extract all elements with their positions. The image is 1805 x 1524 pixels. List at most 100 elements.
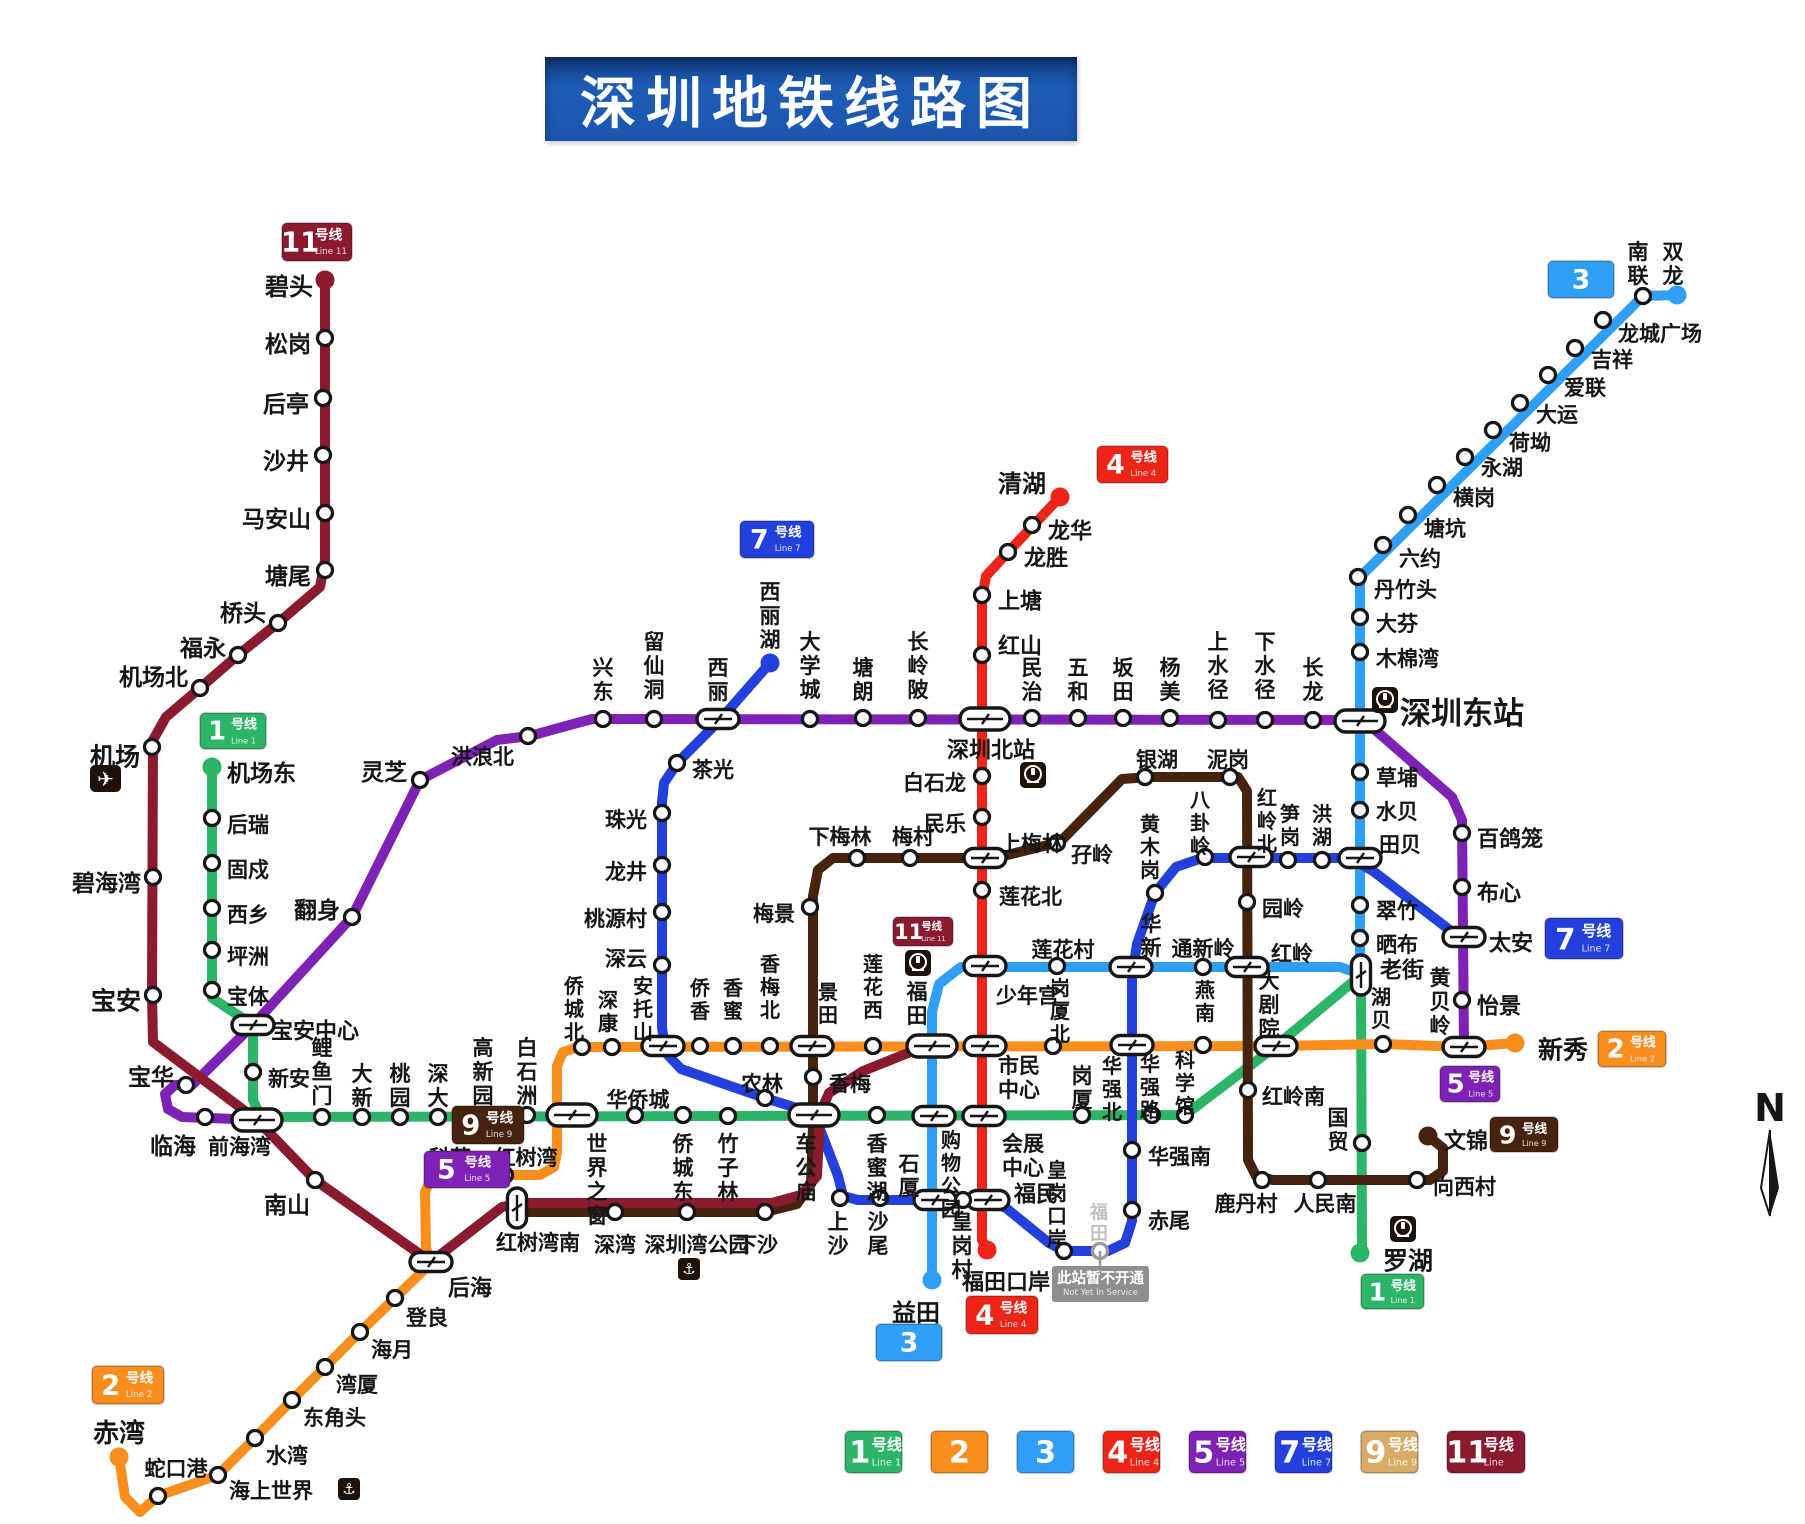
station-marker <box>352 1107 372 1127</box>
station-label: 黄木岗 <box>1139 812 1161 882</box>
station-label: 塘朗 <box>853 656 874 704</box>
label-text: 安 <box>633 974 653 998</box>
station-marker <box>1208 710 1228 730</box>
station-marker <box>315 1357 335 1377</box>
station-marker <box>1452 877 1472 897</box>
label-text: 东 <box>593 680 614 704</box>
station-label: 太安 <box>1489 931 1533 957</box>
label-text: 水 <box>1255 654 1277 678</box>
station-label: 香梅北 <box>760 952 781 1022</box>
map-title: 深圳地铁线路图 <box>580 71 1042 137</box>
station-label: 侨香 <box>689 976 711 1023</box>
label-text: 之 <box>587 1180 608 1204</box>
label-text: 民 <box>1022 656 1043 680</box>
label-text: 深 <box>428 1062 449 1086</box>
station-label: 莲花西 <box>863 952 883 1022</box>
station-label: 荷坳 <box>1509 431 1551 455</box>
label-text: 香 <box>867 1132 889 1156</box>
station-label: 后亭 <box>263 391 309 418</box>
label-text: 康 <box>598 1011 619 1035</box>
station-label: 少年宫 <box>995 984 1059 1008</box>
label-text: 园 <box>390 1086 411 1110</box>
label-text: 长 <box>1303 656 1325 680</box>
station-label: 华强南 <box>1148 1145 1211 1169</box>
station-marker <box>673 1105 693 1125</box>
station-label: 笋岗 <box>1280 802 1300 849</box>
label-text: 海月 <box>371 1338 413 1362</box>
metro-line-5 <box>160 714 1469 1125</box>
station-label: 安托山 <box>633 974 653 1044</box>
station-marker <box>1255 710 1275 730</box>
label-text: 景 <box>818 980 838 1004</box>
station-label: 国贸 <box>1328 1106 1349 1154</box>
station-label: 侨城北 <box>563 974 585 1044</box>
label-text: 11 <box>281 227 319 258</box>
station-marker <box>1113 708 1133 728</box>
station-label: 鲤鱼门 <box>311 1036 333 1108</box>
station-label: 木棉湾 <box>1375 647 1439 671</box>
label-text: 桃 <box>390 1062 411 1086</box>
station-marker <box>1373 535 1393 555</box>
station-marker <box>268 613 288 633</box>
label-text: 华侨城 <box>607 1088 670 1112</box>
label-text: 国 <box>1328 1106 1349 1130</box>
station-label: 宝华 <box>128 1064 174 1091</box>
station-label: 梅景 <box>753 902 795 926</box>
station-label: 岗厦北 <box>1050 976 1071 1046</box>
station-marker <box>958 706 1012 732</box>
label-text: 华 <box>1140 1052 1160 1076</box>
label-text: Line 1 <box>872 1457 901 1468</box>
station-label: 皇岗村 <box>952 1210 973 1282</box>
station-label: 湾厦 <box>336 1373 378 1397</box>
label-text: 灵芝 <box>361 760 407 786</box>
label-text: 号线 <box>1000 1300 1028 1317</box>
station-label: 海上世界 <box>229 1479 313 1503</box>
label-text: 强 <box>1140 1075 1160 1099</box>
label-text: 布心 <box>1477 881 1521 907</box>
station-marker <box>1350 642 1370 662</box>
station-marker <box>1193 957 1213 977</box>
station-marker <box>195 1107 215 1127</box>
station-marker <box>787 1102 841 1128</box>
label-text: 向西村 <box>1433 1175 1496 1199</box>
label-text: 岗 <box>952 1234 973 1258</box>
station-marker <box>718 1106 738 1126</box>
station-label: 登良 <box>405 1306 448 1330</box>
label-text: 4 <box>975 1300 994 1331</box>
label-text: 塘尾 <box>265 563 311 590</box>
station-label: 坂田 <box>1113 656 1135 704</box>
station-label: 大运 <box>1536 403 1578 427</box>
label-text: 北 <box>760 998 780 1022</box>
station-label: 碧海湾 <box>71 870 141 897</box>
station-marker <box>1352 1133 1372 1153</box>
label-text: 4 <box>1107 1435 1128 1470</box>
label-text: 民乐 <box>924 812 966 836</box>
station-marker <box>143 985 163 1005</box>
station-marker <box>230 1013 276 1037</box>
label-text: 学 <box>1175 1071 1195 1095</box>
label-text: 五 <box>1068 656 1089 680</box>
map-title-bar: 深圳地铁线路图 <box>545 57 1077 141</box>
station-label: 桃园 <box>390 1062 411 1110</box>
station-marker <box>652 803 672 823</box>
label-text: 尾 <box>868 1234 889 1258</box>
station-label: 坪洲 <box>227 945 269 969</box>
label-text: 号线 <box>1216 1436 1246 1454</box>
station-marker <box>962 846 1008 870</box>
station-marker <box>1350 895 1370 915</box>
ferry-icon: ⚓ <box>338 1478 360 1500</box>
label-text: 上塘 <box>998 589 1042 615</box>
station-label: 深圳东站 <box>1400 696 1524 732</box>
label-text: 福民 <box>1013 1183 1058 1208</box>
label-text: 贝 <box>1371 1008 1391 1032</box>
label-text: 银湖 <box>1136 748 1178 772</box>
label-text: 号线 <box>1630 1034 1656 1050</box>
label-text: 皇 <box>1047 1158 1067 1182</box>
label-text: 水 <box>1208 654 1230 678</box>
